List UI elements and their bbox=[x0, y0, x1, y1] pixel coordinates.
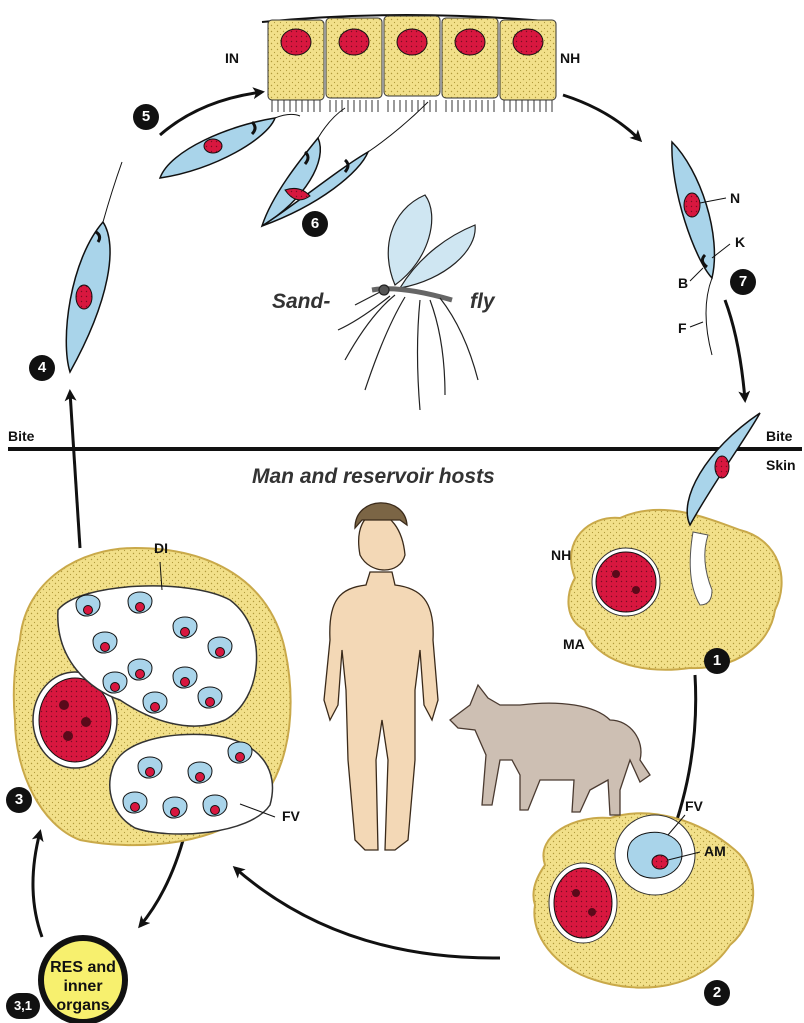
arrow-7-to-bite bbox=[725, 300, 745, 400]
label-FV-large: FV bbox=[282, 808, 300, 824]
label-NH-top: NH bbox=[560, 50, 580, 66]
label-DI: DI bbox=[154, 540, 168, 556]
stage-marker-3-1: 3,1 bbox=[6, 993, 40, 1019]
epithelial-nucleus bbox=[281, 29, 311, 55]
hosts-heading: Man and reservoir hosts bbox=[252, 465, 495, 489]
amastigote-nucleus bbox=[101, 643, 110, 652]
amastigote-nucleus bbox=[211, 806, 220, 815]
macrophage-1 bbox=[568, 510, 781, 670]
amastigote-nucleus bbox=[236, 753, 245, 762]
promastigote-4 bbox=[66, 162, 122, 372]
arrow-2-to-3 bbox=[235, 868, 500, 958]
label-N: N bbox=[730, 190, 740, 206]
epithelial-nucleus bbox=[339, 29, 369, 55]
intestinal-epithelium bbox=[262, 15, 556, 112]
amastigote-nucleus bbox=[206, 698, 215, 707]
label-MA: MA bbox=[563, 636, 585, 652]
promastigote-entering bbox=[687, 413, 760, 525]
amastigote-nucleus bbox=[171, 808, 180, 817]
sandfly-label-left: Sand- bbox=[272, 290, 330, 314]
label-K: K bbox=[735, 234, 745, 250]
label-F: F bbox=[678, 320, 687, 336]
arrow-epithelium-to-7 bbox=[563, 95, 640, 140]
stage-marker-5: 5 bbox=[133, 104, 159, 130]
stage-marker-1: 1 bbox=[704, 648, 730, 674]
amastigote-nucleus bbox=[131, 803, 140, 812]
amastigote-nucleus bbox=[151, 703, 160, 712]
epithelial-nucleus bbox=[513, 29, 543, 55]
macrophage-3-infected bbox=[14, 548, 291, 845]
sandfly-label-right: fly bbox=[470, 290, 495, 314]
sandfly-illustration bbox=[338, 195, 478, 410]
amastigote-nucleus bbox=[146, 768, 155, 777]
macrophage-2 bbox=[533, 813, 753, 987]
amastigote-nucleus bbox=[136, 670, 145, 679]
amastigote-nucleus bbox=[181, 628, 190, 637]
amastigote-nucleus bbox=[84, 606, 93, 615]
label-B: B bbox=[678, 275, 688, 291]
stage-marker-2: 2 bbox=[704, 980, 730, 1006]
label-IN: IN bbox=[225, 50, 239, 66]
label-bite-right: Bite bbox=[766, 428, 792, 444]
arrow-3-to-4 bbox=[70, 392, 80, 548]
stage-marker-7: 7 bbox=[730, 269, 756, 295]
amastigote-nucleus bbox=[216, 648, 225, 657]
epithelial-nucleus bbox=[397, 29, 427, 55]
dog-illustration bbox=[450, 685, 650, 815]
stage-marker-4: 4 bbox=[29, 355, 55, 381]
label-bite-left: Bite bbox=[8, 428, 34, 444]
amastigote-nucleus bbox=[111, 683, 120, 692]
human-figure bbox=[324, 503, 438, 850]
amastigote-nucleus bbox=[196, 773, 205, 782]
res-organs-label: RES and inner organs bbox=[38, 958, 128, 1015]
stage-marker-6: 6 bbox=[302, 211, 328, 237]
stage-marker-3: 3 bbox=[6, 787, 32, 813]
label-NH-bottom: NH bbox=[551, 547, 571, 563]
promastigote-5 bbox=[160, 114, 300, 178]
promastigote-6-dividing bbox=[262, 102, 428, 226]
amastigote-nucleus bbox=[136, 603, 145, 612]
arrow-3-to-res bbox=[140, 833, 185, 926]
arrow-res-to-3 bbox=[33, 832, 42, 937]
epithelial-nucleus bbox=[455, 29, 485, 55]
label-skin: Skin bbox=[766, 457, 796, 473]
arrow-1-to-2 bbox=[670, 675, 696, 840]
amastigote-nucleus bbox=[181, 678, 190, 687]
label-AM: AM bbox=[704, 843, 726, 859]
epithelial-cell bbox=[384, 16, 440, 96]
label-FV-cell: FV bbox=[685, 798, 703, 814]
